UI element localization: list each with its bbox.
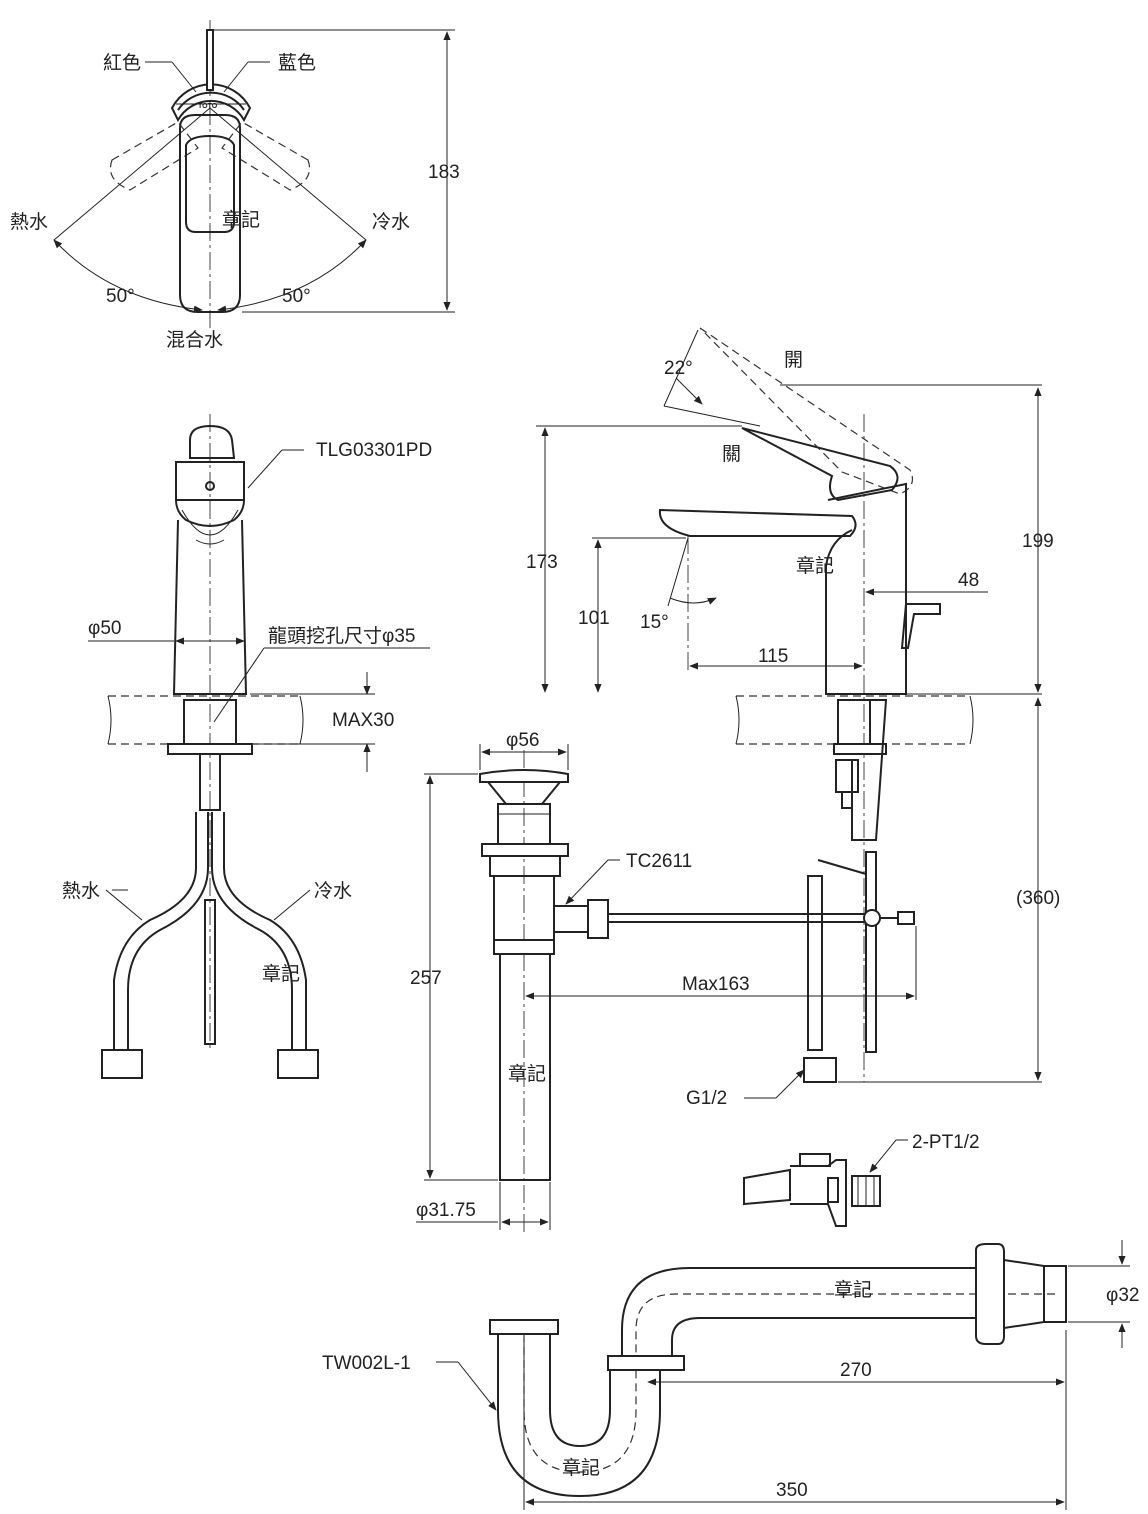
front-view: TLG03301PD φ50 龍頭挖孔尺寸φ35 MAX30 熱水 冷 <box>62 414 432 1079</box>
angle-left: 50° <box>106 286 135 307</box>
side-view: 22° 開 關 15° 199 173 101 115 章記 48 <box>526 327 1060 1109</box>
label-mark-trap-top: 章記 <box>834 1279 872 1301</box>
dim-pipe-diameter: φ31.75 <box>416 1200 476 1221</box>
angle-open: 22° <box>664 358 693 379</box>
label-drain-model: TC2611 <box>626 851 692 872</box>
dim-max-thickness: MAX30 <box>332 710 394 731</box>
dim-offset-48: 48 <box>958 570 979 591</box>
dim-reach-115: 115 <box>758 646 788 667</box>
label-mark-top: 章記 <box>222 209 260 231</box>
angle-spout: 15° <box>640 612 669 633</box>
dim-trap-diameter: φ32 <box>1106 1285 1139 1306</box>
label-close: 關 <box>722 444 741 465</box>
dim-height-199: 199 <box>1022 531 1054 552</box>
dim-height-173: 173 <box>526 552 558 573</box>
dim-drain-length: 257 <box>410 968 442 989</box>
p-trap: 章記 章記 TW002L-1 φ32 270 350 <box>322 1240 1139 1510</box>
angle-valve: 2-PT1/2 <box>743 1132 980 1227</box>
dim-height-101: 101 <box>578 608 610 629</box>
label-mark-side: 章記 <box>796 555 834 577</box>
label-hot-top: 熱水 <box>10 211 48 233</box>
label-open: 開 <box>784 350 803 371</box>
label-connector: G1/2 <box>686 1088 727 1109</box>
dim-trap-inner: 270 <box>840 1360 872 1381</box>
dim-rod-max: Max163 <box>682 974 750 995</box>
drain-assembly: φ56 TC2611 257 Max163 章記 <box>410 730 917 1236</box>
top-view: TOTO 紅色 藍色 章記 熱水 冷水 50° 50° 混合水 183 <box>10 20 460 351</box>
label-cold-top: 冷水 <box>372 211 410 233</box>
label-mark-drain: 章記 <box>508 1063 546 1085</box>
dim-hose-360: (360) <box>1016 888 1060 909</box>
brand-logo-text: TOTO <box>198 103 218 110</box>
dim-trap-total: 350 <box>776 1480 808 1501</box>
angle-right: 50° <box>282 286 311 307</box>
label-mark-front: 章記 <box>262 963 300 985</box>
label-model: TLG03301PD <box>316 440 432 461</box>
dim-drain-diameter: φ56 <box>506 730 539 751</box>
label-red: 紅色 <box>103 52 141 74</box>
label-valve-model: 2-PT1/2 <box>912 1132 980 1153</box>
dim-diameter-50: φ50 <box>88 618 121 639</box>
label-blue: 藍色 <box>278 52 316 74</box>
label-hole-size: 龍頭挖孔尺寸φ35 <box>268 625 415 647</box>
dim-height-183: 183 <box>428 162 460 183</box>
label-cold-front: 冷水 <box>314 880 352 902</box>
label-mixed: 混合水 <box>166 329 223 351</box>
label-mark-trap-bottom: 章記 <box>562 1457 600 1479</box>
label-trap-model: TW002L-1 <box>322 1353 411 1374</box>
label-hot-front: 熱水 <box>62 880 100 902</box>
